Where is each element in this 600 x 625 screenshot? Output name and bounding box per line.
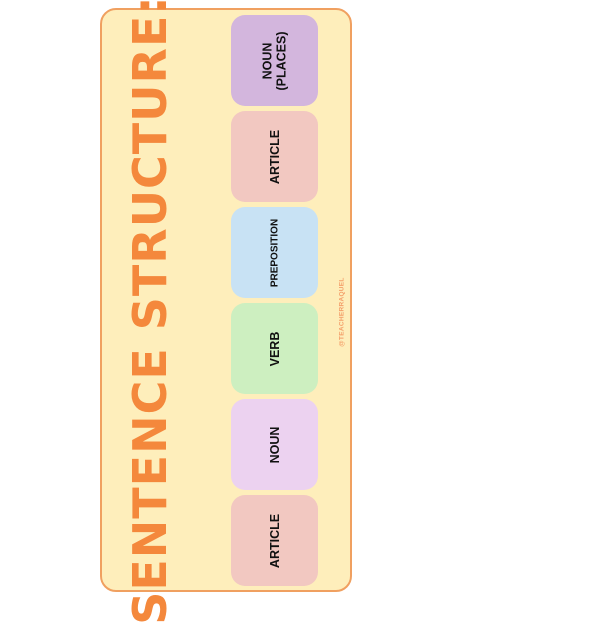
tile-noun-places: NOUN (PLACES)	[231, 15, 318, 106]
tile-label: NOUN	[267, 426, 282, 463]
tile-label: VERB	[267, 331, 282, 366]
tile-article-1: ARTICLE	[231, 111, 318, 202]
tile-article-2: ARTICLE	[231, 495, 318, 586]
page-title: SENTENCE STRUCTURE:	[123, 0, 177, 625]
tile-preposition: PREPOSITION	[231, 207, 318, 298]
tile-label: PREPOSITION	[268, 218, 280, 287]
tile-label: ARTICLE	[267, 129, 282, 184]
tile-label: NOUN (PLACES)	[260, 30, 289, 91]
tile-noun: NOUN	[231, 399, 318, 490]
sentence-structure-card	[100, 8, 352, 592]
credit-watermark: @TEACHERRAQUEL	[338, 277, 346, 347]
tile-label: ARTICLE	[267, 513, 282, 568]
tile-verb: VERB	[231, 303, 318, 394]
